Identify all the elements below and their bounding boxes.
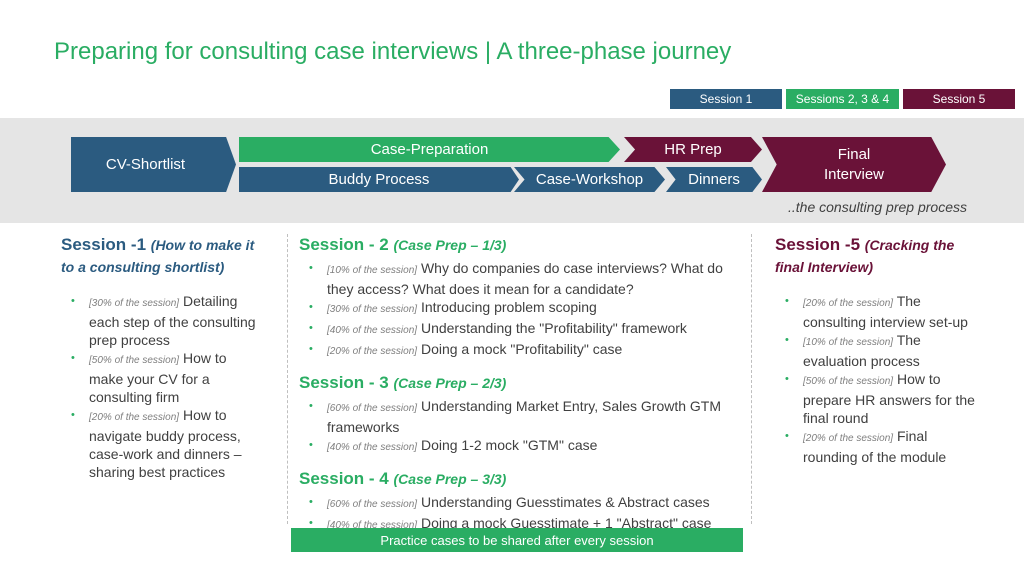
session-share: [30% of the session] [89,298,180,309]
session-4-title: Session - 4 (Case Prep – 3/3) [299,468,744,490]
final-label-line2: Interview [823,165,885,183]
list-item: [20% of the session] The consulting inte… [775,292,980,331]
session-share: [40% of the session] [327,442,418,453]
session-5-subtitle: (Cracking the final Interview) [775,237,955,275]
list-item: [30% of the session] Detailing each step… [61,292,261,349]
session-4-heading: Session - 4 [299,469,389,488]
list-item: [50% of the session] How to prepare HR a… [775,370,980,427]
session-2-block: Session - 2 (Case Prep – 1/3) [10% of th… [299,234,744,361]
item-text: How to navigate buddy process, case-work… [89,407,242,480]
session-2-heading: Session - 2 [299,235,389,254]
sessions-2-3-4-column: Session - 2 (Case Prep – 1/3) [10% of th… [299,234,744,546]
chevron-final-interview: Final Interview [762,137,946,192]
practice-cases-banner: Practice cases to be shared after every … [291,528,743,552]
item-text: The consulting interview set-up [803,293,968,330]
session-1-column: Session -1 (How to make it to a consulti… [61,234,261,481]
chevron-buddy-process: Buddy Process [239,167,519,192]
item-text: How to make your CV for a consulting fir… [89,350,227,405]
list-item: [20% of the session] How to navigate bud… [61,406,261,481]
session-4-block: Session - 4 (Case Prep – 3/3) [60% of th… [299,468,744,535]
item-text: Final rounding of the module [803,428,947,465]
session-share: [10% of the session] [327,265,418,276]
list-item: [60% of the session] Understanding Guess… [299,493,744,514]
item-text: Why do companies do case interviews? Wha… [327,260,723,297]
session-share: [20% of the session] [803,433,894,444]
item-text: Doing a mock "Profitability" case [420,341,623,357]
item-text: How to prepare HR answers for the final … [803,371,975,426]
chevron-hr-prep: HR Prep [624,137,762,162]
list-item: [40% of the session] Doing a mock Guesst… [299,514,744,535]
final-label-line1: Final [837,145,871,163]
session-1-subtitle: (How to make it to a consulting shortlis… [61,237,255,275]
session-1-list: [30% of the session] Detailing each step… [61,292,261,481]
list-item: [20% of the session] Doing a mock "Profi… [299,340,744,361]
session-share: [30% of the session] [327,304,418,315]
session-share: [50% of the session] [89,355,180,366]
session-share: [10% of the session] [803,337,894,348]
list-item: [10% of the session] Why do companies do… [299,259,744,298]
session-share: [50% of the session] [803,376,894,387]
session-share: [60% of the session] [327,499,418,510]
item-text: Understanding the "Profitability" framew… [420,320,687,336]
divider-left [287,234,288,524]
list-item: [20% of the session] Final rounding of t… [775,427,980,466]
legend-session-5: Session 5 [903,89,1015,109]
session-share: [20% of the session] [327,346,418,357]
session-share: [40% of the session] [327,520,418,531]
session-2-title: Session - 2 (Case Prep – 1/3) [299,234,744,256]
page-title: Preparing for consulting case interviews… [54,38,732,65]
session-5-column: Session -5 (Cracking the final Interview… [775,234,980,466]
legend-session-1: Session 1 [670,89,782,109]
session-share: [40% of the session] [327,325,418,336]
session-3-subtitle: (Case Prep – 2/3) [393,375,507,391]
session-5-title: Session -5 (Cracking the final Interview… [775,234,980,278]
list-item: [50% of the session] How to make your CV… [61,349,261,406]
journey-caption: ..the consulting prep process [788,199,967,215]
session-share: [60% of the session] [327,403,418,414]
session-5-list: [20% of the session] The consulting inte… [775,292,980,466]
item-text: Understanding Guesstimates & Abstract ca… [420,494,710,510]
session-1-title: Session -1 (How to make it to a consulti… [61,234,261,278]
chevron-dinners: Dinners [666,167,762,192]
item-text: Understanding Market Entry, Sales Growth… [327,398,722,435]
session-share: [20% of the session] [803,298,894,309]
list-item: [10% of the session] The evaluation proc… [775,331,980,370]
chevron-cv-shortlist: CV-Shortlist [71,137,236,192]
legend-sessions-2-3-4: Sessions 2, 3 & 4 [786,89,899,109]
item-text: The evaluation process [803,332,921,369]
session-3-title: Session - 3 (Case Prep – 2/3) [299,372,744,394]
item-text: Detailing each step of the consulting pr… [89,293,256,348]
session-4-list: [60% of the session] Understanding Guess… [299,493,744,535]
list-item: [30% of the session] Introducing problem… [299,298,744,319]
session-3-block: Session - 3 (Case Prep – 2/3) [60% of th… [299,372,744,457]
session-5-heading: Session -5 [775,235,861,254]
item-text: Introducing problem scoping [420,299,597,315]
session-2-list: [10% of the session] Why do companies do… [299,259,744,361]
chevron-case-preparation: Case-Preparation [239,137,620,162]
session-4-subtitle: (Case Prep – 3/3) [393,471,507,487]
session-share: [20% of the session] [89,412,180,423]
list-item: [40% of the session] Doing 1-2 mock "GTM… [299,436,744,457]
session-3-list: [60% of the session] Understanding Marke… [299,397,744,457]
list-item: [40% of the session] Understanding the "… [299,319,744,340]
chevron-case-workshop: Case-Workshop [514,167,665,192]
list-item: [60% of the session] Understanding Marke… [299,397,744,436]
item-text: Doing 1-2 mock "GTM" case [420,437,598,453]
session-3-heading: Session - 3 [299,373,389,392]
item-text: Doing a mock Guesstimate + 1 "Abstract" … [420,515,712,531]
session-1-heading: Session -1 [61,235,147,254]
session-2-subtitle: (Case Prep – 1/3) [393,237,507,253]
divider-right [751,234,752,524]
